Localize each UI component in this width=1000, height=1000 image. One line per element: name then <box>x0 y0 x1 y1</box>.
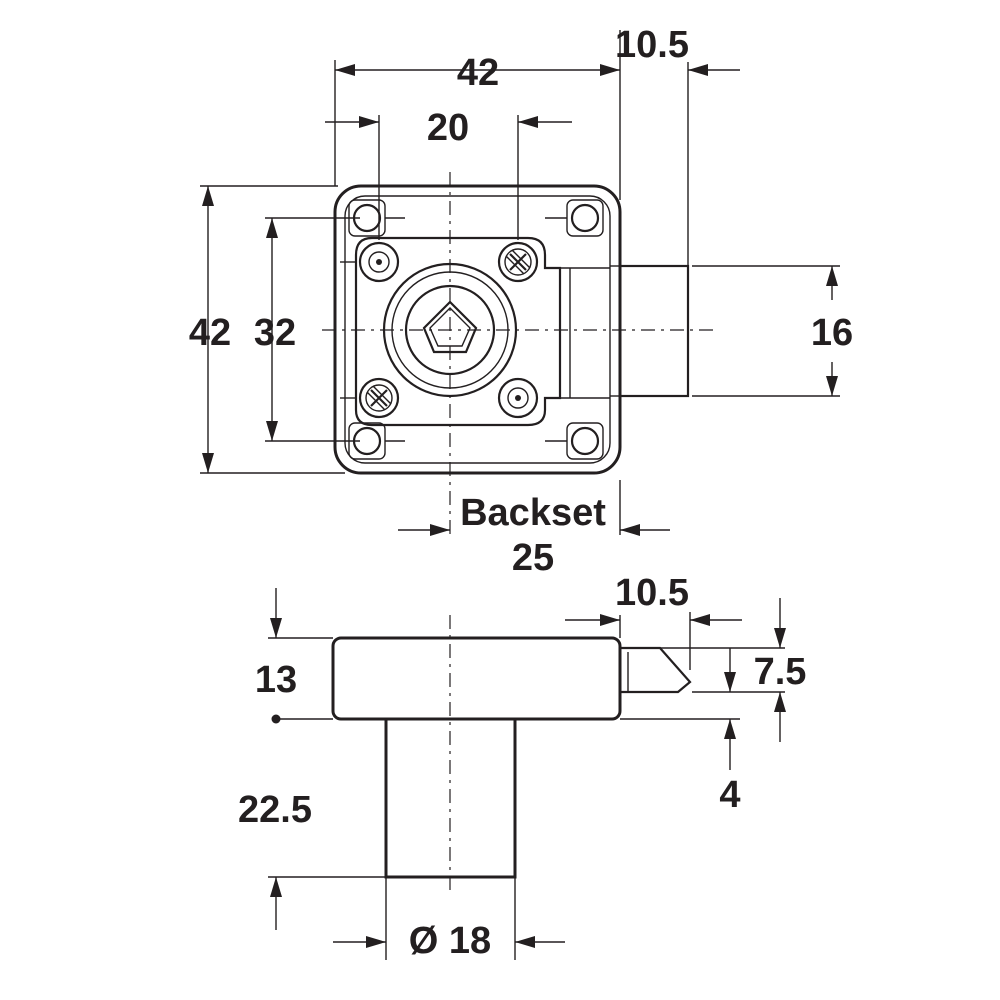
dim-height-42: 42 <box>189 312 231 354</box>
side-body <box>331 636 622 721</box>
side-view: 10.5 13 7.5 4 22.5 Ø 18 <box>238 572 806 962</box>
dim-width-42: 42 <box>457 52 499 94</box>
dim-hole-spacing-32: 32 <box>254 312 296 354</box>
screw-hole-top-left <box>358 241 400 283</box>
dim-13-dot <box>271 714 281 724</box>
dim-hole-spacing-20: 20 <box>427 107 469 149</box>
dim-bolt-offset-4: 4 <box>719 774 740 816</box>
backset-label: Backset <box>460 492 606 534</box>
dim-backset-25: 25 <box>512 537 554 579</box>
dim-cylinder-length-22-5: 22.5 <box>238 789 312 831</box>
dim-bolt-height-16: 16 <box>811 312 853 354</box>
cross-screw-bottom-left <box>358 377 400 419</box>
top-view: 42 10.5 20 42 32 16 Backset 25 <box>189 24 853 579</box>
side-bolt <box>620 646 692 694</box>
corner-hole-top-right <box>566 199 604 237</box>
dim-bolt-extension-top: 10.5 <box>615 24 689 66</box>
dim-cylinder-diameter-18: Ø 18 <box>409 920 491 962</box>
screw-hole-bottom-right <box>497 377 539 419</box>
inner-plate <box>354 236 562 427</box>
dim-body-thickness-13: 13 <box>255 659 297 701</box>
dim-bolt-thickness-7-5: 7.5 <box>754 651 807 693</box>
dim-side-bolt-extension: 10.5 <box>615 572 689 614</box>
cross-screw-top-right <box>497 241 539 283</box>
corner-hole-bottom-right <box>566 422 604 460</box>
bolt <box>618 264 690 398</box>
